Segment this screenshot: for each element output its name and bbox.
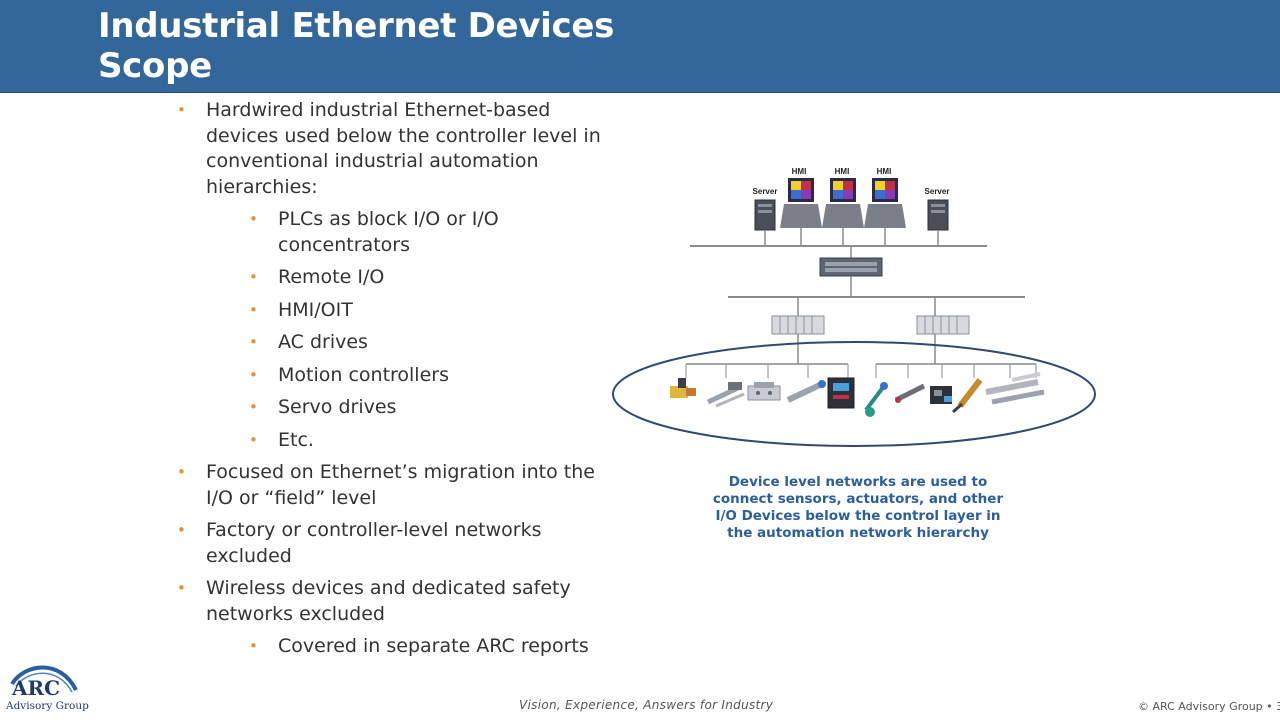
diagram-caption: Device level networks are used to connec… <box>690 474 1026 542</box>
slide-title-line-2: Scope <box>98 46 212 86</box>
logo-subtitle: Advisory Group <box>6 700 89 712</box>
cylindrical-sensor-icon <box>952 378 983 414</box>
server-right-icon <box>927 199 949 246</box>
caption-line: the automation network hierarchy <box>727 525 989 541</box>
sub-bullet-item: Servo drives <box>176 395 606 421</box>
caption-line: I/O Devices below the control layer in <box>715 508 1001 524</box>
footer-copyright: © ARC Advisory Group • 3 <box>1138 700 1280 713</box>
server-left-icon <box>754 199 776 246</box>
bullet-item: Hardwired industrial Ethernet-based devi… <box>176 98 606 200</box>
slide-header: Industrial Ethernet Devices Scope <box>0 0 1280 93</box>
bullet-item: Focused on Ethernet’s migration into the… <box>176 460 606 511</box>
hmi-label: HMI <box>835 167 850 176</box>
hmi-label: HMI <box>792 167 807 176</box>
sub-bullet-item: Remote I/O <box>176 265 606 291</box>
hmi-station-icon <box>864 178 906 246</box>
drive-unit-icon <box>827 377 855 409</box>
network-hierarchy-diagram: Server HMI HMI HMI Server <box>612 167 1096 447</box>
bullet-item: Wireless devices and dedicated safety ne… <box>176 576 606 627</box>
sub-bullet-item: Etc. <box>176 428 606 454</box>
sub-bullet-item: Motion controllers <box>176 363 606 389</box>
caption-line: Device level networks are used to <box>728 474 988 490</box>
sub-bullet-item: Covered in separate ARC reports <box>176 634 606 660</box>
slide-title: Industrial Ethernet Devices Scope <box>98 6 614 86</box>
sub-bullet-item: AC drives <box>176 330 606 356</box>
linear-actuator-icon <box>985 372 1045 405</box>
bullet-item: Factory or controller-level networks exc… <box>176 518 606 569</box>
bullet-list: Hardwired industrial Ethernet-based devi… <box>176 98 606 667</box>
caption-line: connect sensors, actuators, and other <box>712 491 1004 507</box>
plc-icon <box>771 315 825 335</box>
sub-bullet-item: HMI/OIT <box>176 298 606 324</box>
sub-bullet-item: PLCs as block I/O or I/O concentrators <box>176 207 606 258</box>
hmi-station-icon <box>780 178 822 246</box>
ethernet-switch-icon <box>819 257 883 277</box>
inductive-sensor-icon <box>894 383 926 403</box>
plc-icon <box>916 315 970 335</box>
valve-actuator-icon <box>670 378 696 398</box>
hmi-station-icon <box>822 178 864 246</box>
server-label: Server <box>925 187 950 196</box>
slide-title-line-1: Industrial Ethernet Devices <box>98 6 615 46</box>
safety-switch-icon <box>930 386 952 404</box>
cable-connector-icon <box>864 382 888 417</box>
server-label: Server <box>753 187 778 196</box>
photoelectric-sensor-icon <box>786 380 826 403</box>
footer-tagline: Vision, Experience, Answers for Industry <box>519 698 774 712</box>
hmi-label: HMI <box>877 167 892 176</box>
proximity-sensor-icon <box>706 382 745 408</box>
logo-title: ARC <box>12 676 61 700</box>
io-module-icon <box>747 382 781 401</box>
arc-logo-icon <box>10 665 78 693</box>
device-level-network-ellipse <box>612 341 1096 447</box>
